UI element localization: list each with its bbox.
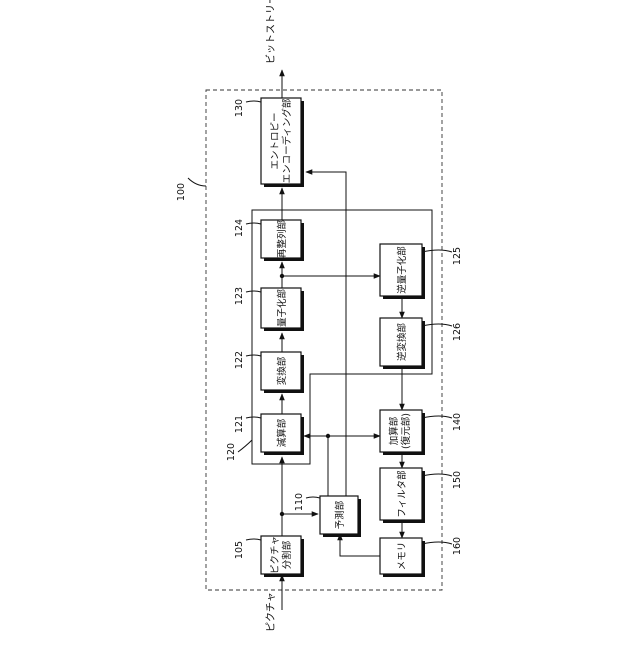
leader-rearrangement	[246, 223, 261, 224]
entropy-label-2: エンコーディング部	[281, 99, 293, 184]
transform-label: 変換部	[276, 357, 288, 386]
arrow-memory-to-pred	[340, 534, 380, 556]
leader-subtraction	[246, 417, 261, 418]
ref-apparatus: 100	[176, 183, 187, 201]
ref-inverse-transform: 126	[452, 323, 463, 341]
leader-quantization	[246, 291, 261, 292]
addition-label-1: 加算部	[388, 417, 400, 446]
junction-quant	[280, 274, 284, 278]
prediction-label: 予測部	[334, 501, 346, 530]
picture-split-label-1: ピクチャ	[270, 536, 281, 574]
entropy-label-1: エントロピー	[270, 112, 281, 169]
memory-label: メモリ	[397, 542, 408, 571]
block-transform: 変換部	[261, 352, 304, 393]
subtraction-label: 減算部	[276, 419, 288, 448]
leader-apparatus	[188, 178, 206, 186]
rearrangement-label: 再整列部	[276, 220, 288, 258]
block-rearrangement: 再整列部	[261, 220, 304, 261]
block-entropy-encoding: エントロピー エンコーディング部	[261, 98, 304, 187]
ref-picture-split: 105	[234, 541, 245, 559]
ref-rearrangement: 124	[234, 219, 245, 237]
leader-inverse-transform	[422, 324, 452, 326]
addition-label-2: (復元部)	[400, 413, 412, 449]
leader-memory	[422, 542, 452, 544]
quantization-label: 量子化部	[276, 289, 288, 327]
ref-transform-group: 120	[226, 443, 237, 461]
block-subtraction: 減算部	[261, 414, 304, 455]
ref-transform: 122	[234, 351, 245, 369]
ref-inverse-quantization: 125	[452, 247, 463, 265]
block-addition: 加算部 (復元部)	[380, 410, 425, 455]
inverse-quantization-label: 逆量子化部	[396, 246, 408, 294]
leader-picture-split	[246, 539, 261, 540]
junction-pred	[326, 434, 330, 438]
ref-memory: 160	[452, 537, 463, 555]
ref-addition: 140	[452, 413, 463, 431]
leader-transform	[246, 355, 261, 356]
leader-addition	[422, 416, 452, 418]
ref-entropy: 130	[234, 99, 245, 117]
picture-split-label-2: 分割部	[281, 541, 293, 570]
block-picture-split: ピクチャ 分割部	[261, 536, 304, 577]
leader-prediction	[306, 497, 320, 498]
block-filter: フィルタ部	[380, 468, 425, 523]
block-inverse-transform: 逆変換部	[380, 318, 425, 369]
input-label: ピクチャ	[265, 592, 277, 632]
output-label: ビットストリーム	[265, 0, 277, 64]
arrow-pred-to-entropy	[306, 172, 346, 496]
block-inverse-quantization: 逆量子化部	[380, 244, 425, 299]
inverse-transform-label: 逆変換部	[396, 323, 408, 361]
leader-entropy	[246, 101, 261, 102]
ref-filter: 150	[452, 471, 463, 489]
junction-split	[280, 512, 284, 516]
leader-inverse-quantization	[422, 250, 452, 252]
leader-filter	[422, 474, 452, 476]
leader-transform-group	[238, 440, 252, 452]
ref-prediction: 110	[294, 493, 305, 511]
block-memory: メモリ	[380, 538, 425, 577]
ref-quantization: 123	[234, 287, 245, 305]
block-quantization: 量子化部	[261, 288, 304, 331]
block-prediction: 予測部	[320, 496, 361, 537]
ref-subtraction: 121	[234, 415, 245, 433]
filter-label: フィルタ部	[396, 470, 408, 517]
